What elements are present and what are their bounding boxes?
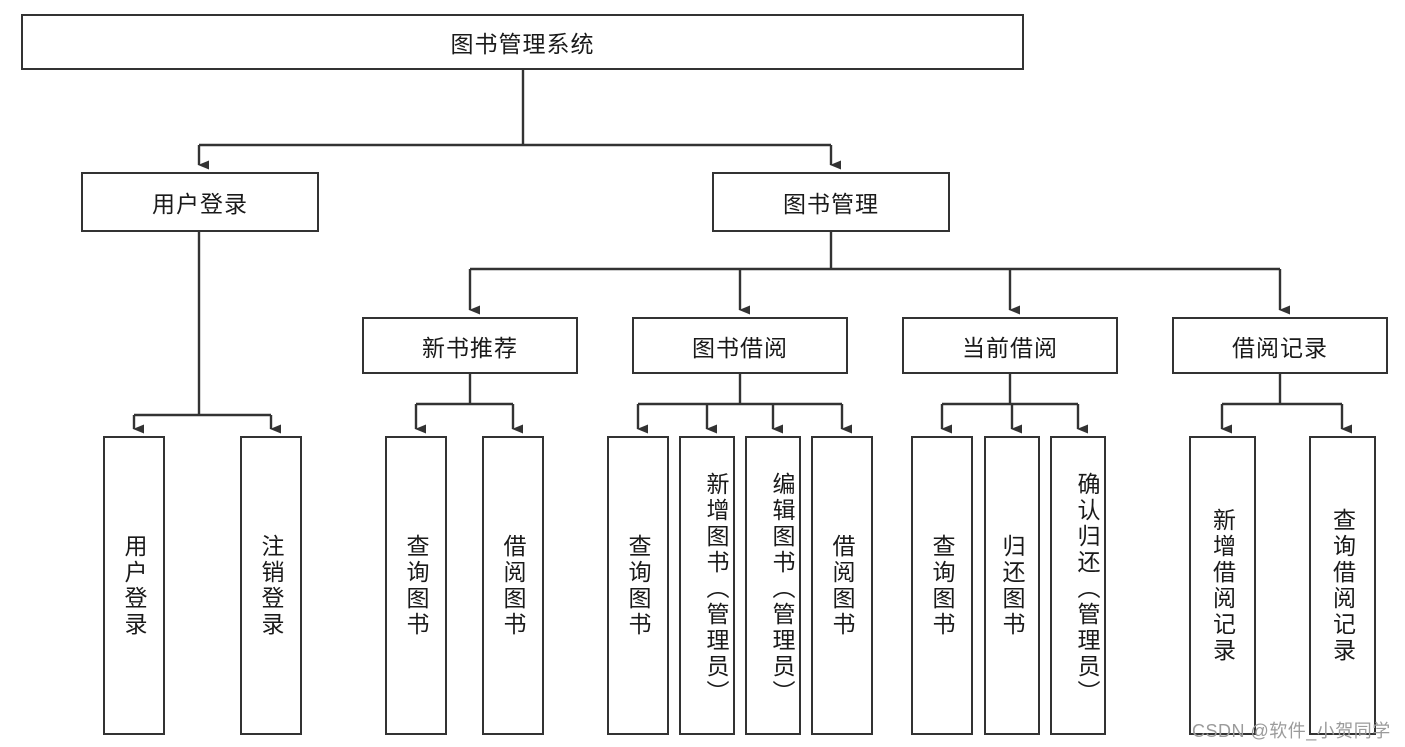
node-label: 查询借阅记录 xyxy=(1329,507,1356,664)
node-label: 新增图书（管理员） xyxy=(703,471,729,706)
node-leaf-query-book-2[interactable]: 查询图书 xyxy=(607,436,669,735)
node-leaf-return-book[interactable]: 归还图书 xyxy=(984,436,1040,735)
node-label: 图书管理系统 xyxy=(450,31,595,57)
node-label: 确认归还（管理员） xyxy=(1074,471,1100,706)
node-leaf-query-book-1[interactable]: 查询图书 xyxy=(385,436,447,735)
node-leaf-user-login[interactable]: 用户登录 xyxy=(103,436,165,735)
node-book-management-system[interactable]: 图书管理系统 xyxy=(21,14,1024,70)
node-leaf-borrow-book-1[interactable]: 借阅图书 xyxy=(482,436,544,735)
node-label: 查询图书 xyxy=(929,533,955,638)
node-label: 借阅图书 xyxy=(500,533,526,638)
node-label: 注销登录 xyxy=(258,533,284,638)
node-user-login[interactable]: 用户登录 xyxy=(81,172,319,232)
node-book-manage[interactable]: 图书管理 xyxy=(712,172,950,232)
node-leaf-confirm-return-admin[interactable]: 确认归还（管理员） xyxy=(1050,436,1106,735)
csdn-watermark: CSDN @软件_小贺同学 xyxy=(1192,721,1391,741)
node-label: 新书推荐 xyxy=(422,334,518,361)
node-book-borrow[interactable]: 图书借阅 xyxy=(632,317,848,374)
node-leaf-add-borrow-record[interactable]: 新增借阅记录 xyxy=(1189,436,1256,735)
node-leaf-query-borrow-record[interactable]: 查询借阅记录 xyxy=(1309,436,1376,735)
node-label: 用户登录 xyxy=(152,191,248,217)
node-label: 编辑图书（管理员） xyxy=(769,471,795,706)
node-label: 图书借阅 xyxy=(692,334,788,361)
node-label: 借阅图书 xyxy=(829,533,855,638)
node-label: 归还图书 xyxy=(999,533,1025,638)
node-label: 新增借阅记录 xyxy=(1209,507,1236,664)
node-leaf-edit-book-admin[interactable]: 编辑图书（管理员） xyxy=(745,436,801,735)
node-leaf-logout[interactable]: 注销登录 xyxy=(240,436,302,735)
node-label: 借阅记录 xyxy=(1232,334,1328,361)
node-label: 查询图书 xyxy=(625,533,651,638)
node-new-book-recommend[interactable]: 新书推荐 xyxy=(362,317,578,374)
node-borrow-record[interactable]: 借阅记录 xyxy=(1172,317,1388,374)
node-leaf-add-book-admin[interactable]: 新增图书（管理员） xyxy=(679,436,735,735)
node-leaf-query-book-3[interactable]: 查询图书 xyxy=(911,436,973,735)
node-leaf-borrow-book-2[interactable]: 借阅图书 xyxy=(811,436,873,735)
node-current-borrow[interactable]: 当前借阅 xyxy=(902,317,1118,374)
node-label: 用户登录 xyxy=(121,533,147,638)
node-label: 查询图书 xyxy=(403,533,429,638)
node-label: 当前借阅 xyxy=(962,334,1058,361)
node-label: 图书管理 xyxy=(783,191,879,217)
